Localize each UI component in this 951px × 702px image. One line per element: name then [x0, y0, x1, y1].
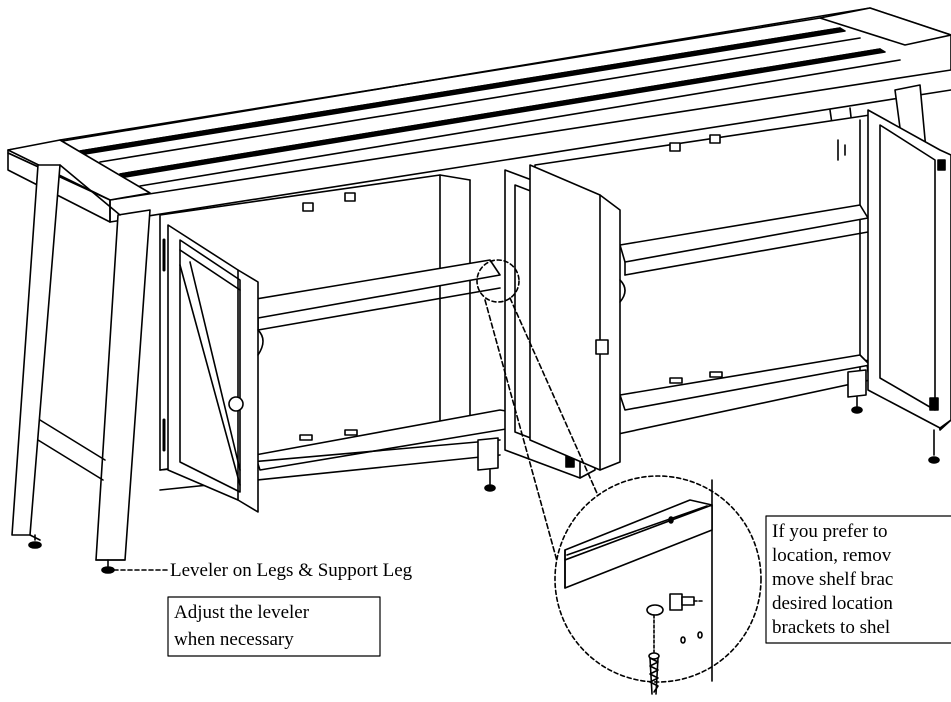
- shelf-note-line-3: move shelf brac: [772, 569, 893, 590]
- left-door: [162, 224, 264, 513]
- shelf-note-box: [765, 515, 951, 644]
- shelf-brackets: [299, 134, 723, 441]
- left-leg-frame: [11, 164, 151, 561]
- center-door-right: [529, 164, 626, 471]
- adjust-note-line-1: Adjust the leveler: [174, 602, 310, 623]
- table-top: [7, 7, 951, 223]
- magnified-shelf-detail: [564, 479, 713, 695]
- adjust-note-line-2: when necessary: [174, 629, 294, 650]
- shelf-note-line-5: brackets to shel: [772, 617, 890, 638]
- shelf-note-line-4: desired location: [772, 593, 893, 614]
- support-legs: [477, 369, 867, 492]
- leveler-label: Leveler on Legs & Support Leg: [170, 560, 413, 581]
- shelf-note-line-1: If you prefer to: [772, 521, 888, 542]
- adjust-note-box: [167, 596, 381, 657]
- right-door: [837, 109, 951, 429]
- shelf-note-line-2: location, remov: [772, 545, 892, 566]
- leveler-feet: [28, 429, 940, 574]
